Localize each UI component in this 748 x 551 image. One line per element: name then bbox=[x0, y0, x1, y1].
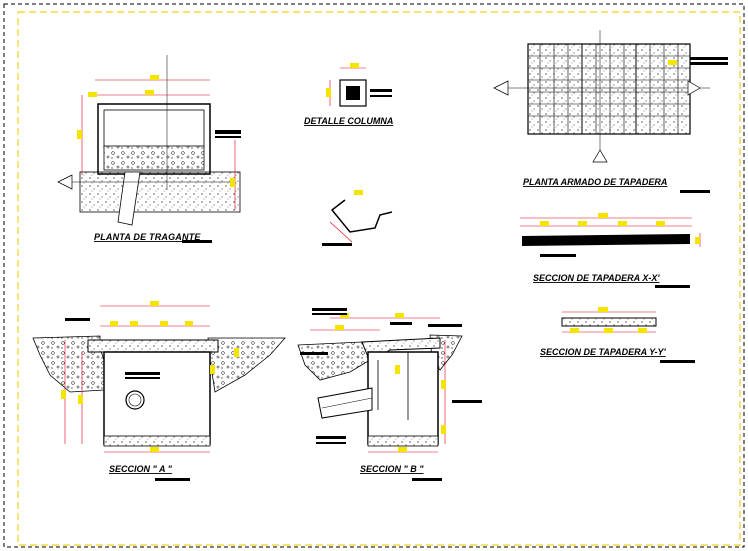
planta-armado-drawing bbox=[493, 30, 728, 193]
seccion-yy-drawing bbox=[561, 307, 695, 363]
rebar-hook-detail bbox=[322, 190, 393, 246]
title-planta-tragante: PLANTA DE TRAGANTE bbox=[94, 232, 201, 242]
title-seccion-b: SECCION " B " bbox=[360, 464, 424, 474]
seccion-xx-drawing bbox=[520, 213, 701, 288]
title-seccion-xx: SECCION DE TAPADERA X-X' bbox=[533, 273, 660, 283]
outer-border bbox=[3, 3, 745, 548]
planta-tragante-drawing bbox=[57, 55, 241, 243]
title-planta-armado: PLANTA ARMADO DE TAPADERA bbox=[523, 177, 667, 187]
seccion-b-drawing bbox=[297, 308, 482, 481]
title-seccion-yy: SECCION DE TAPADERA Y-Y' bbox=[540, 347, 667, 357]
title-seccion-a: SECCION " A " bbox=[109, 464, 173, 474]
seccion-a-drawing bbox=[32, 301, 286, 481]
detalle-columna-drawing bbox=[326, 63, 392, 107]
title-detalle-columna: DETALLE COLUMNA bbox=[304, 116, 393, 126]
